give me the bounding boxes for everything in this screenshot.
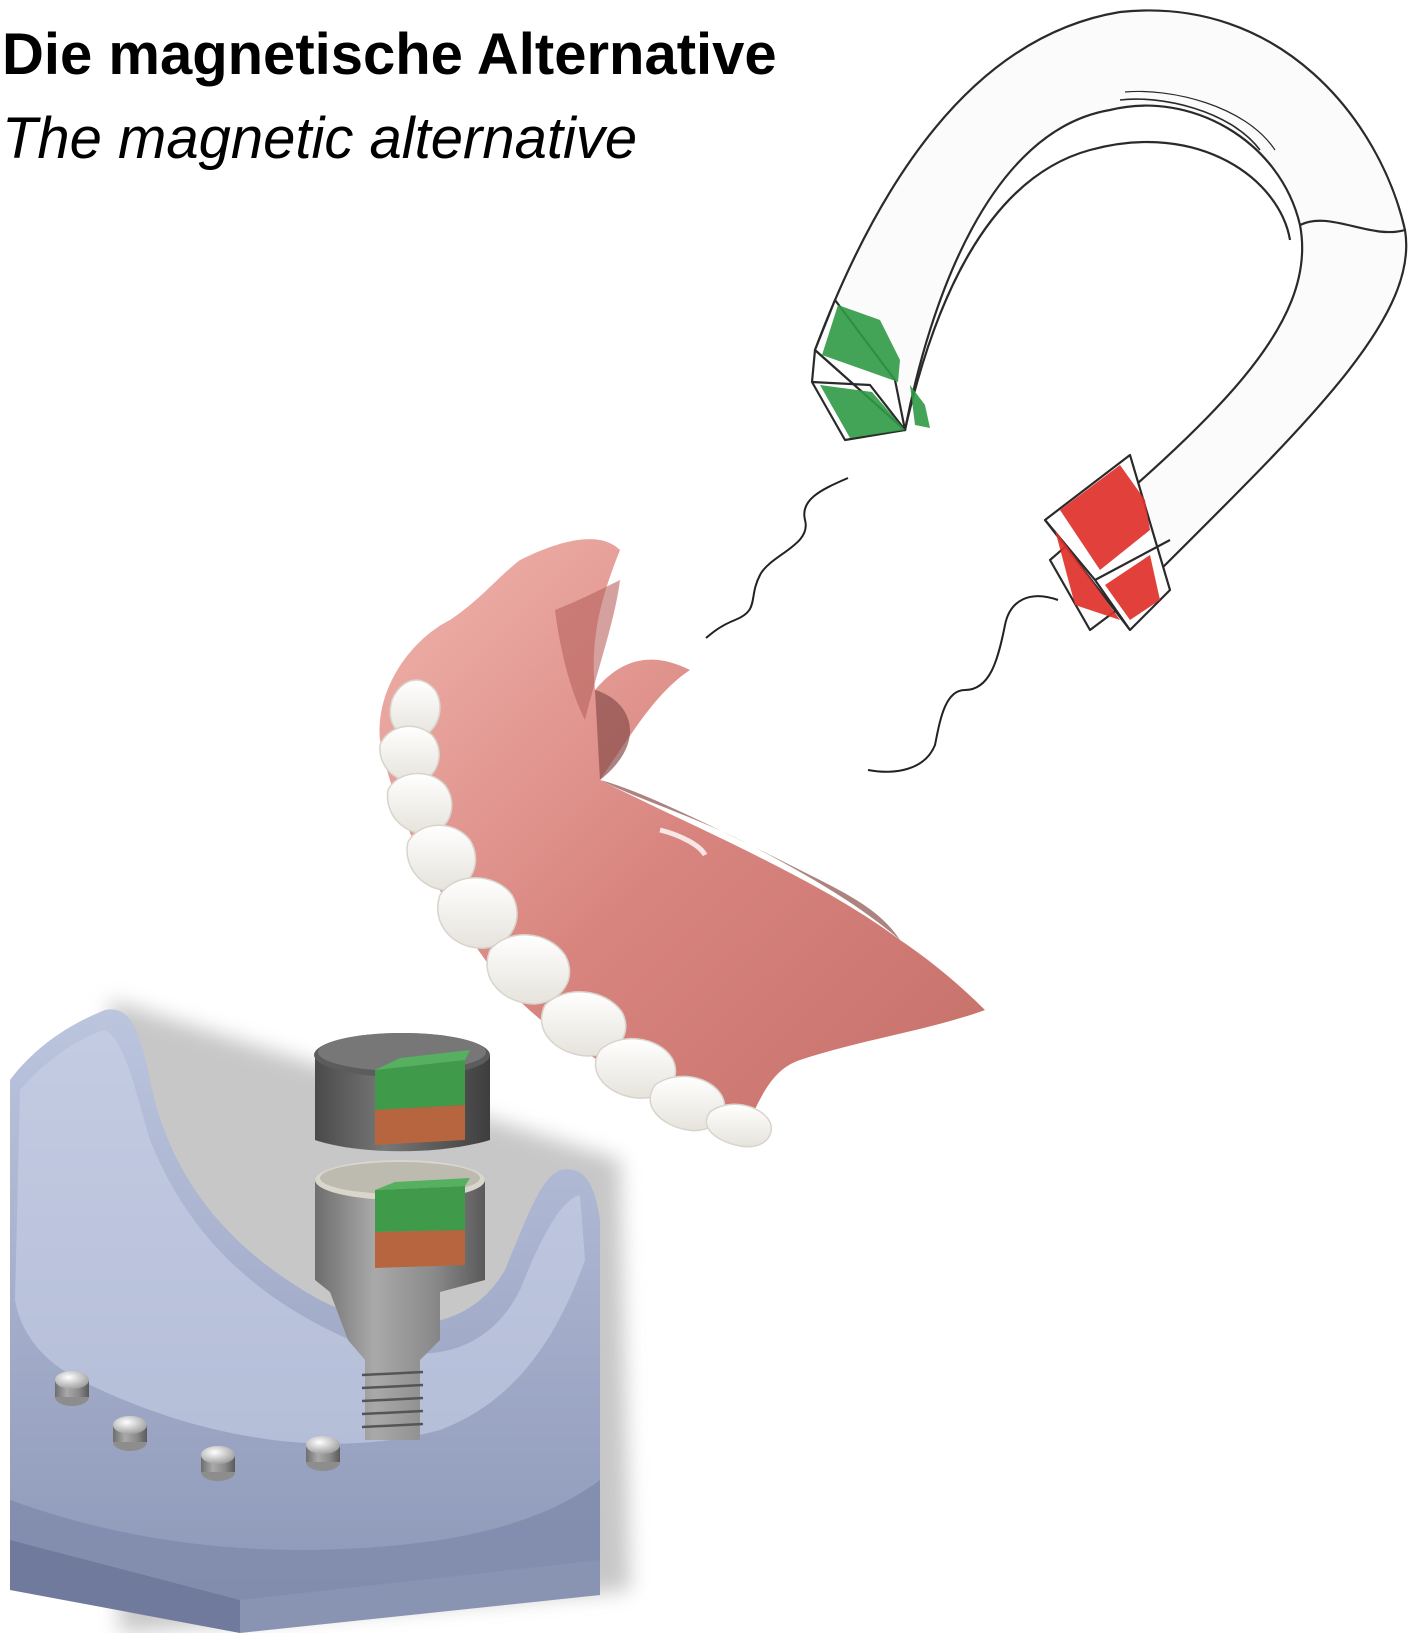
magnetic-field-lines (706, 478, 1058, 772)
magnet-keeper-icon (314, 1033, 490, 1151)
